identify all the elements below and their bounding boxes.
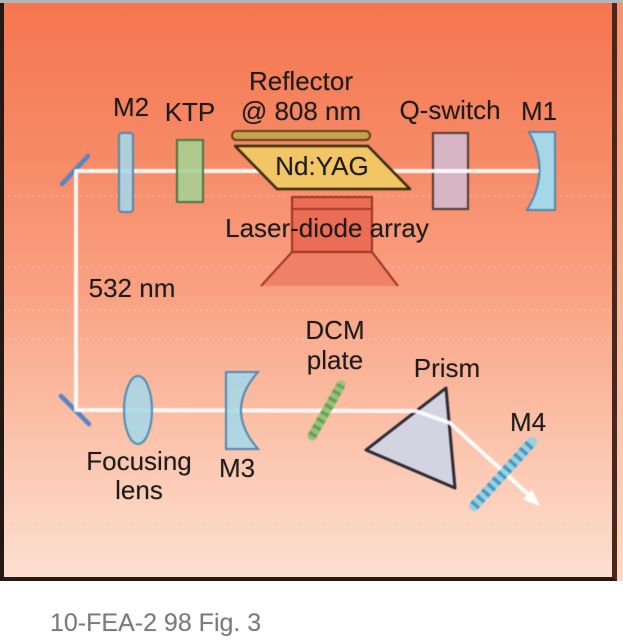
prism-label: Prism [413, 353, 481, 383]
output-beam-arrow-icon [523, 489, 540, 506]
dcm-plate-label: DCM plate [305, 315, 364, 375]
ktp-crystal [176, 139, 204, 203]
m2-mirror [118, 132, 134, 213]
reflector-label-line1: Reflector [248, 66, 354, 96]
m4-mirror [469, 437, 537, 511]
reflector-bar [231, 130, 371, 141]
laser-diode-array-label: Laser-diode array [225, 213, 429, 243]
figure-caption: 10-FEA-2 98 Fig. 3 [50, 609, 262, 637]
m1-mirror [525, 131, 556, 211]
m2-label: M2 [112, 92, 150, 122]
prism-element [364, 386, 457, 490]
ndyag-label: Nd:YAG [275, 151, 369, 181]
focusing-lens [123, 375, 153, 445]
ndyag-crystal [233, 144, 412, 191]
ktp-label: KTP [164, 97, 216, 127]
dcm-plate-element [307, 380, 346, 441]
m4-label: M4 [509, 407, 547, 437]
q-switch-label: Q-switch [399, 95, 501, 125]
wavelength-532-label: 532 nm [88, 273, 176, 303]
m3-label: M3 [218, 453, 256, 483]
focusing-lens-label: Focusing lens [86, 447, 192, 505]
page-edge-sliver [617, 3, 623, 581]
reflector-label-line2: @ 808 nm [240, 96, 362, 126]
diagram-panel [0, 3, 617, 581]
m3-mirror [225, 371, 261, 450]
dcm-plate-label-line2: plate [306, 345, 364, 375]
window-edge-strip [0, 0, 623, 3]
reflector-label: Reflector @ 808 nm [241, 66, 361, 126]
m1-label: M1 [520, 96, 558, 126]
focusing-lens-label-line2: lens [115, 475, 163, 505]
dcm-plate-label-line1: DCM [305, 315, 365, 345]
focusing-lens-label-line1: Focusing [86, 446, 192, 476]
laser-diode-array-element [260, 196, 399, 287]
